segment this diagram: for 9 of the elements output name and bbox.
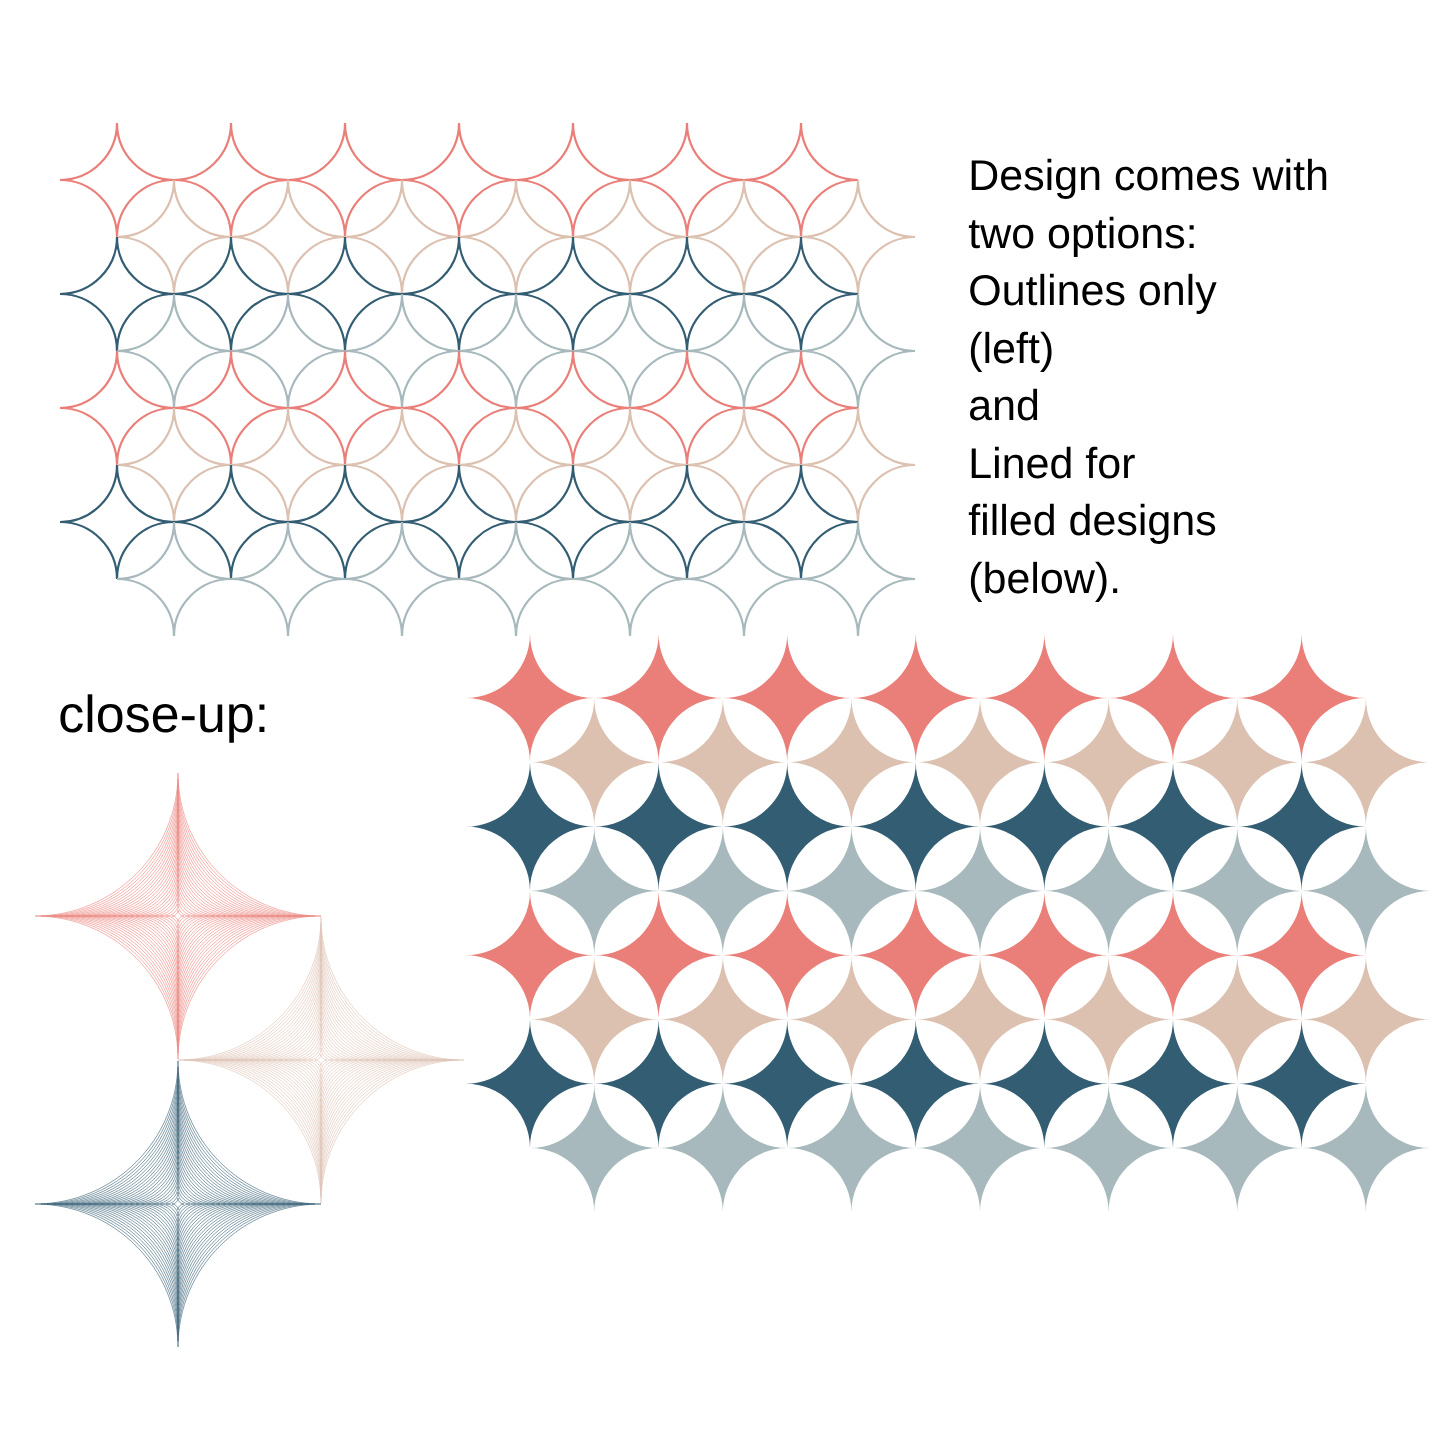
description-text: (left) [970, 331, 1052, 372]
closeup-heading: close-up: [60, 694, 265, 743]
description-text: filled designs [968, 503, 1216, 544]
description-text: Outlines only [970, 273, 1217, 314]
description-text: Lined for [971, 446, 1135, 479]
description-text: (below). [970, 561, 1118, 602]
description-text: two options: [968, 216, 1194, 257]
description-text: Design comes with [971, 158, 1327, 199]
description-text: and [970, 388, 1038, 421]
